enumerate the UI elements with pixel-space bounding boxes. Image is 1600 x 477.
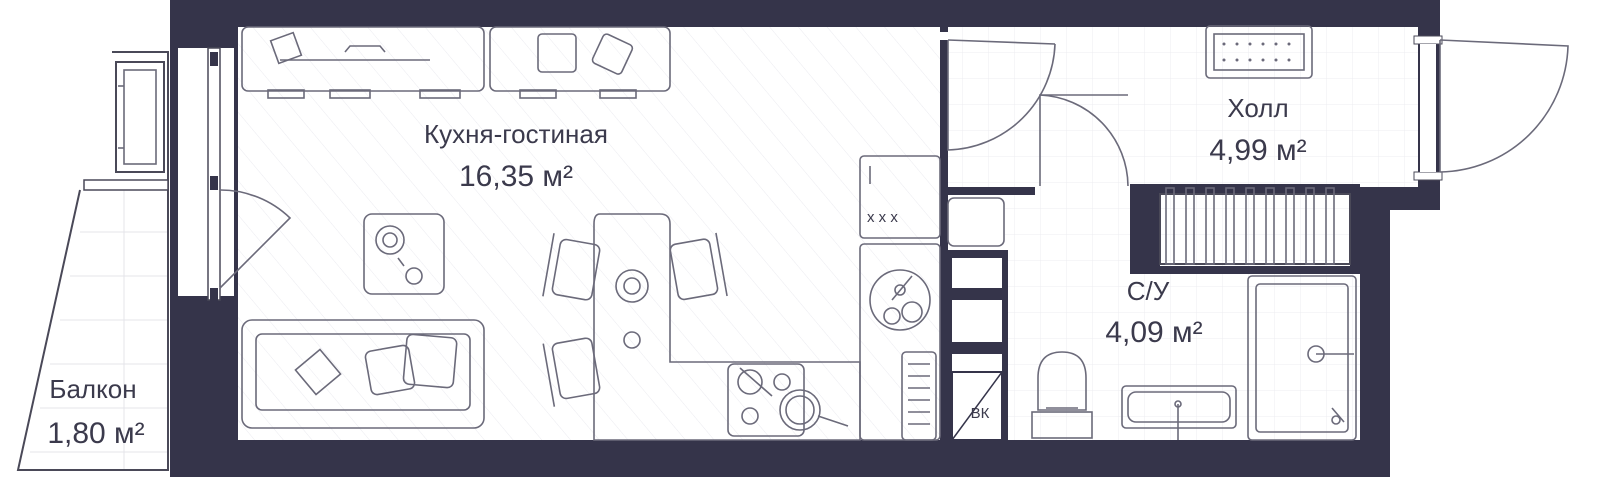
drawer-tower bbox=[901, 351, 937, 441]
washing-machine bbox=[947, 197, 1005, 247]
hall-furniture bbox=[1159, 25, 1351, 265]
balcony-grid bbox=[30, 190, 168, 470]
balcony-name: Балкон bbox=[49, 374, 136, 404]
bathroom-fixtures bbox=[947, 197, 1357, 441]
side-table bbox=[363, 213, 445, 295]
kitchen-counter bbox=[859, 243, 941, 441]
vk-marker: ВК bbox=[971, 405, 990, 422]
interior-walls bbox=[940, 27, 1360, 441]
balcony-divider bbox=[83, 179, 169, 191]
balcony-floor bbox=[18, 52, 168, 470]
kitchen-living-furniture: x x x bbox=[241, 26, 941, 441]
balcony-area: 1,80 м² bbox=[47, 417, 144, 450]
room-labels: Кухня-гостиная 16,35 м² Холл 4,99 м² С/У… bbox=[47, 93, 1306, 450]
kitchen-living-area: 16,35 м² bbox=[459, 160, 573, 193]
stove bbox=[727, 363, 805, 437]
bathroom-area: 4,09 м² bbox=[1105, 316, 1202, 349]
bathroom-name: С/У bbox=[1127, 276, 1170, 306]
balcony-window bbox=[207, 47, 292, 302]
svg-text:x x x: x x x bbox=[867, 209, 898, 226]
floors bbox=[18, 27, 1418, 470]
fridge bbox=[859, 155, 941, 239]
toilet bbox=[1037, 351, 1087, 411]
sideboard bbox=[489, 26, 671, 92]
hall-name: Холл bbox=[1227, 93, 1288, 123]
sofa bbox=[241, 319, 485, 429]
desk bbox=[241, 26, 485, 92]
shower-tray bbox=[1247, 275, 1357, 441]
kitchen-living-name: Кухня-гостиная bbox=[424, 119, 608, 149]
hall-mat bbox=[1205, 25, 1313, 79]
sink bbox=[1121, 385, 1237, 429]
balcony-outline bbox=[16, 51, 169, 471]
doors bbox=[940, 32, 1569, 187]
hall-area: 4,99 м² bbox=[1209, 134, 1306, 167]
balcony-cabinet bbox=[115, 61, 165, 173]
wardrobe bbox=[1159, 193, 1351, 265]
